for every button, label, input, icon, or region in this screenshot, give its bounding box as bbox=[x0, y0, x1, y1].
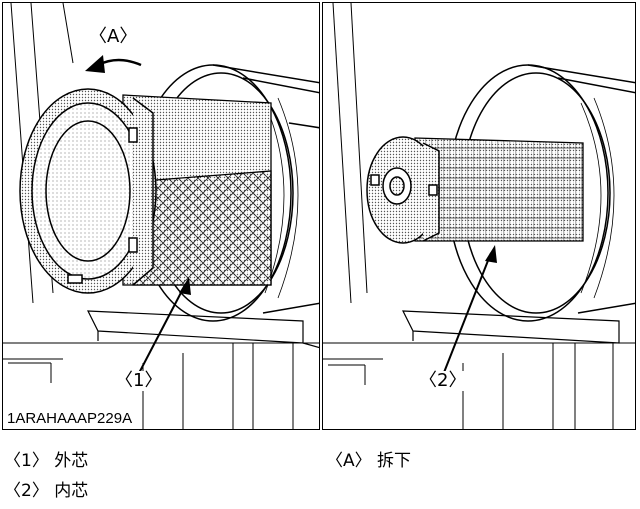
legend-key: 〈A〉 bbox=[326, 451, 372, 471]
legend-item-a: 〈A〉 拆下 bbox=[326, 451, 411, 471]
callout-1: 〈1〉 bbox=[113, 370, 165, 391]
legend-item-1: 〈1〉 外芯 bbox=[4, 451, 88, 471]
left-panel-outer-element: 〈A〉 〈1〉 1ARAHAAAP229A bbox=[2, 2, 320, 430]
legend-text: 拆下 bbox=[377, 451, 412, 471]
callout-2: 〈2〉 bbox=[417, 370, 469, 391]
callout-a: 〈A〉 bbox=[87, 26, 140, 47]
right-panel-inner-element: 〈2〉 bbox=[322, 2, 636, 430]
legend-item-2: 〈2〉 内芯 bbox=[4, 481, 88, 501]
legend-text: 外芯 bbox=[54, 451, 89, 471]
figure-id: 1ARAHAAAP229A bbox=[7, 410, 133, 427]
outer-element-illustration bbox=[3, 3, 319, 429]
legend-key: 〈2〉 bbox=[4, 481, 49, 501]
legend-text: 内芯 bbox=[54, 481, 89, 501]
legend-key: 〈1〉 bbox=[4, 451, 49, 471]
inner-element-illustration bbox=[323, 3, 635, 429]
figure: 〈A〉 〈1〉 1ARAHAAAP229A bbox=[2, 2, 636, 430]
